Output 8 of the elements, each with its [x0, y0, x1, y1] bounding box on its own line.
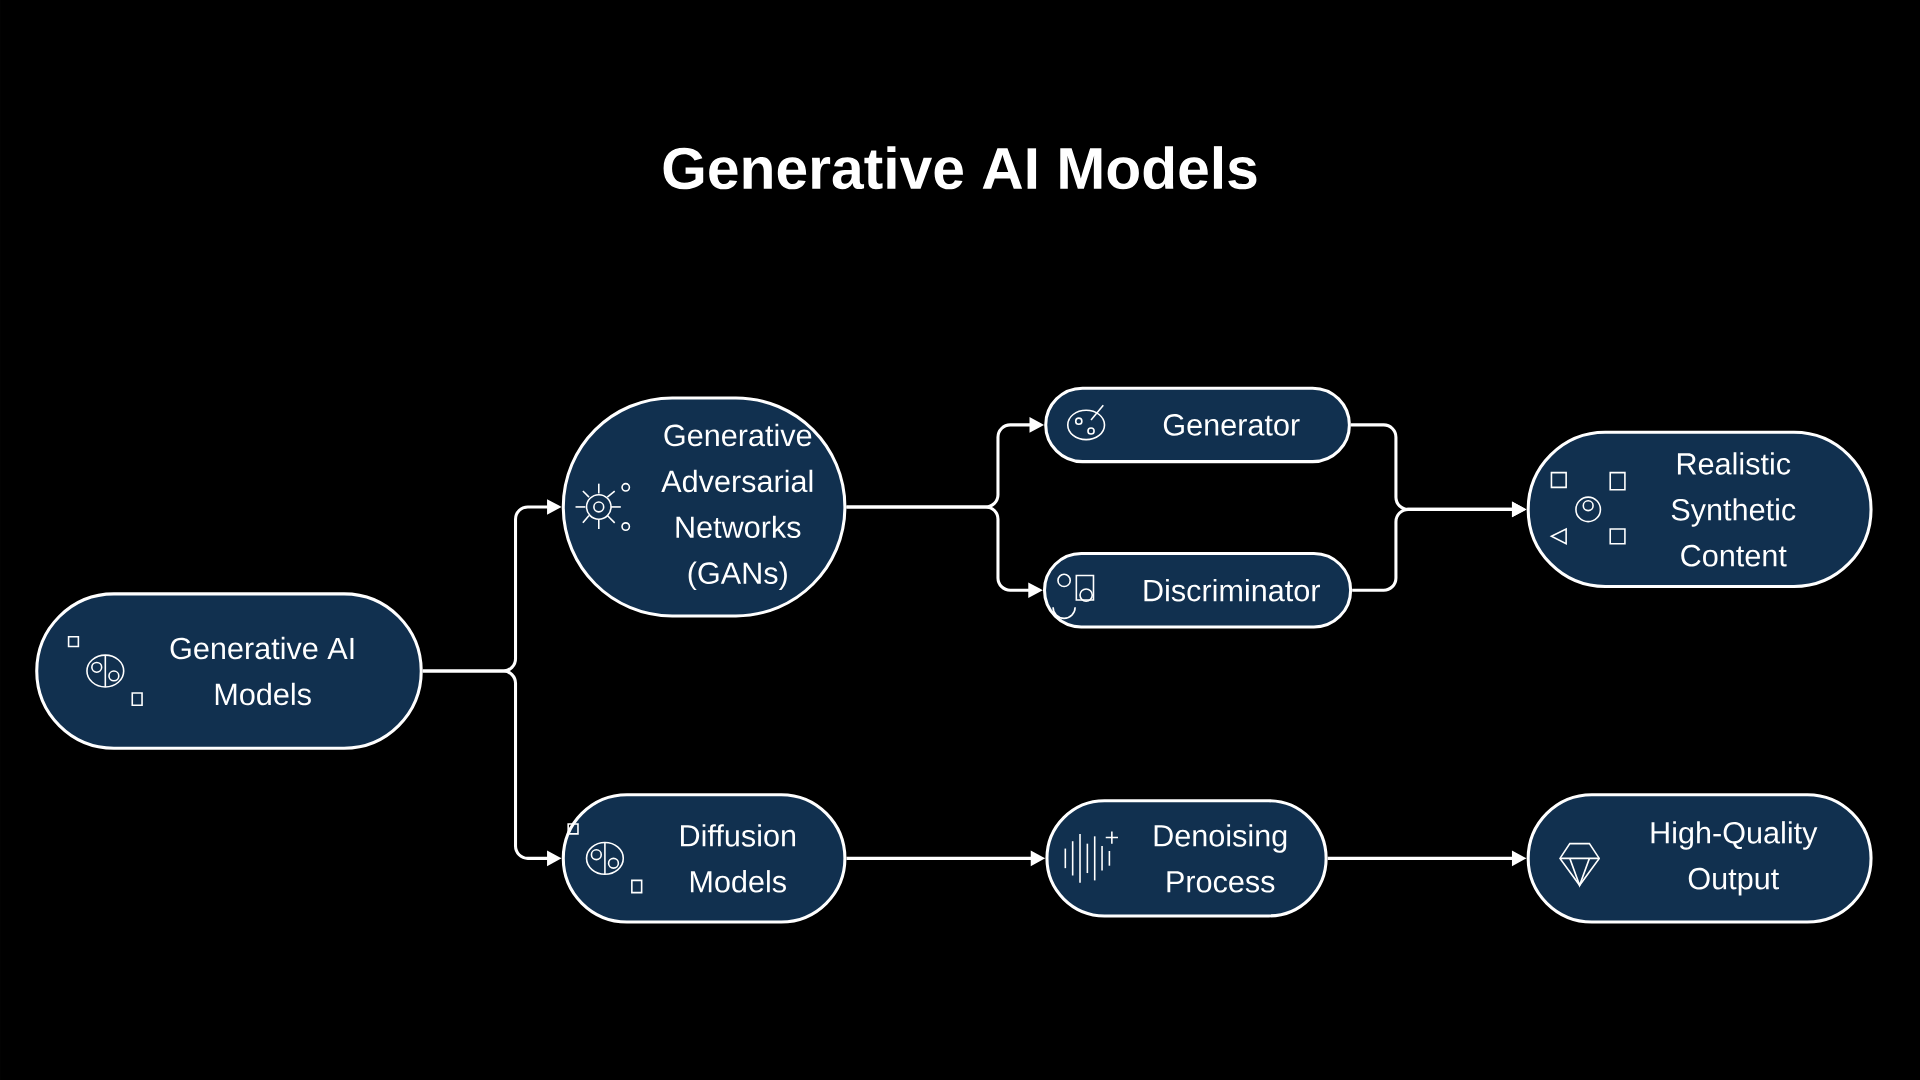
process-box: Generative Adversarial Networks (GANs) — [561, 396, 847, 618]
process-box: Generative AI Models — [35, 592, 423, 750]
process-box: High-Quality Output — [1526, 793, 1873, 924]
process-box: Realistic Synthetic Content — [1526, 430, 1873, 589]
process-box: Generator — [1044, 386, 1351, 464]
title: Generative AI Models — [663, 146, 1257, 190]
process-box: Denoising Process — [1045, 799, 1328, 918]
process-box: Discriminator — [1042, 551, 1353, 629]
